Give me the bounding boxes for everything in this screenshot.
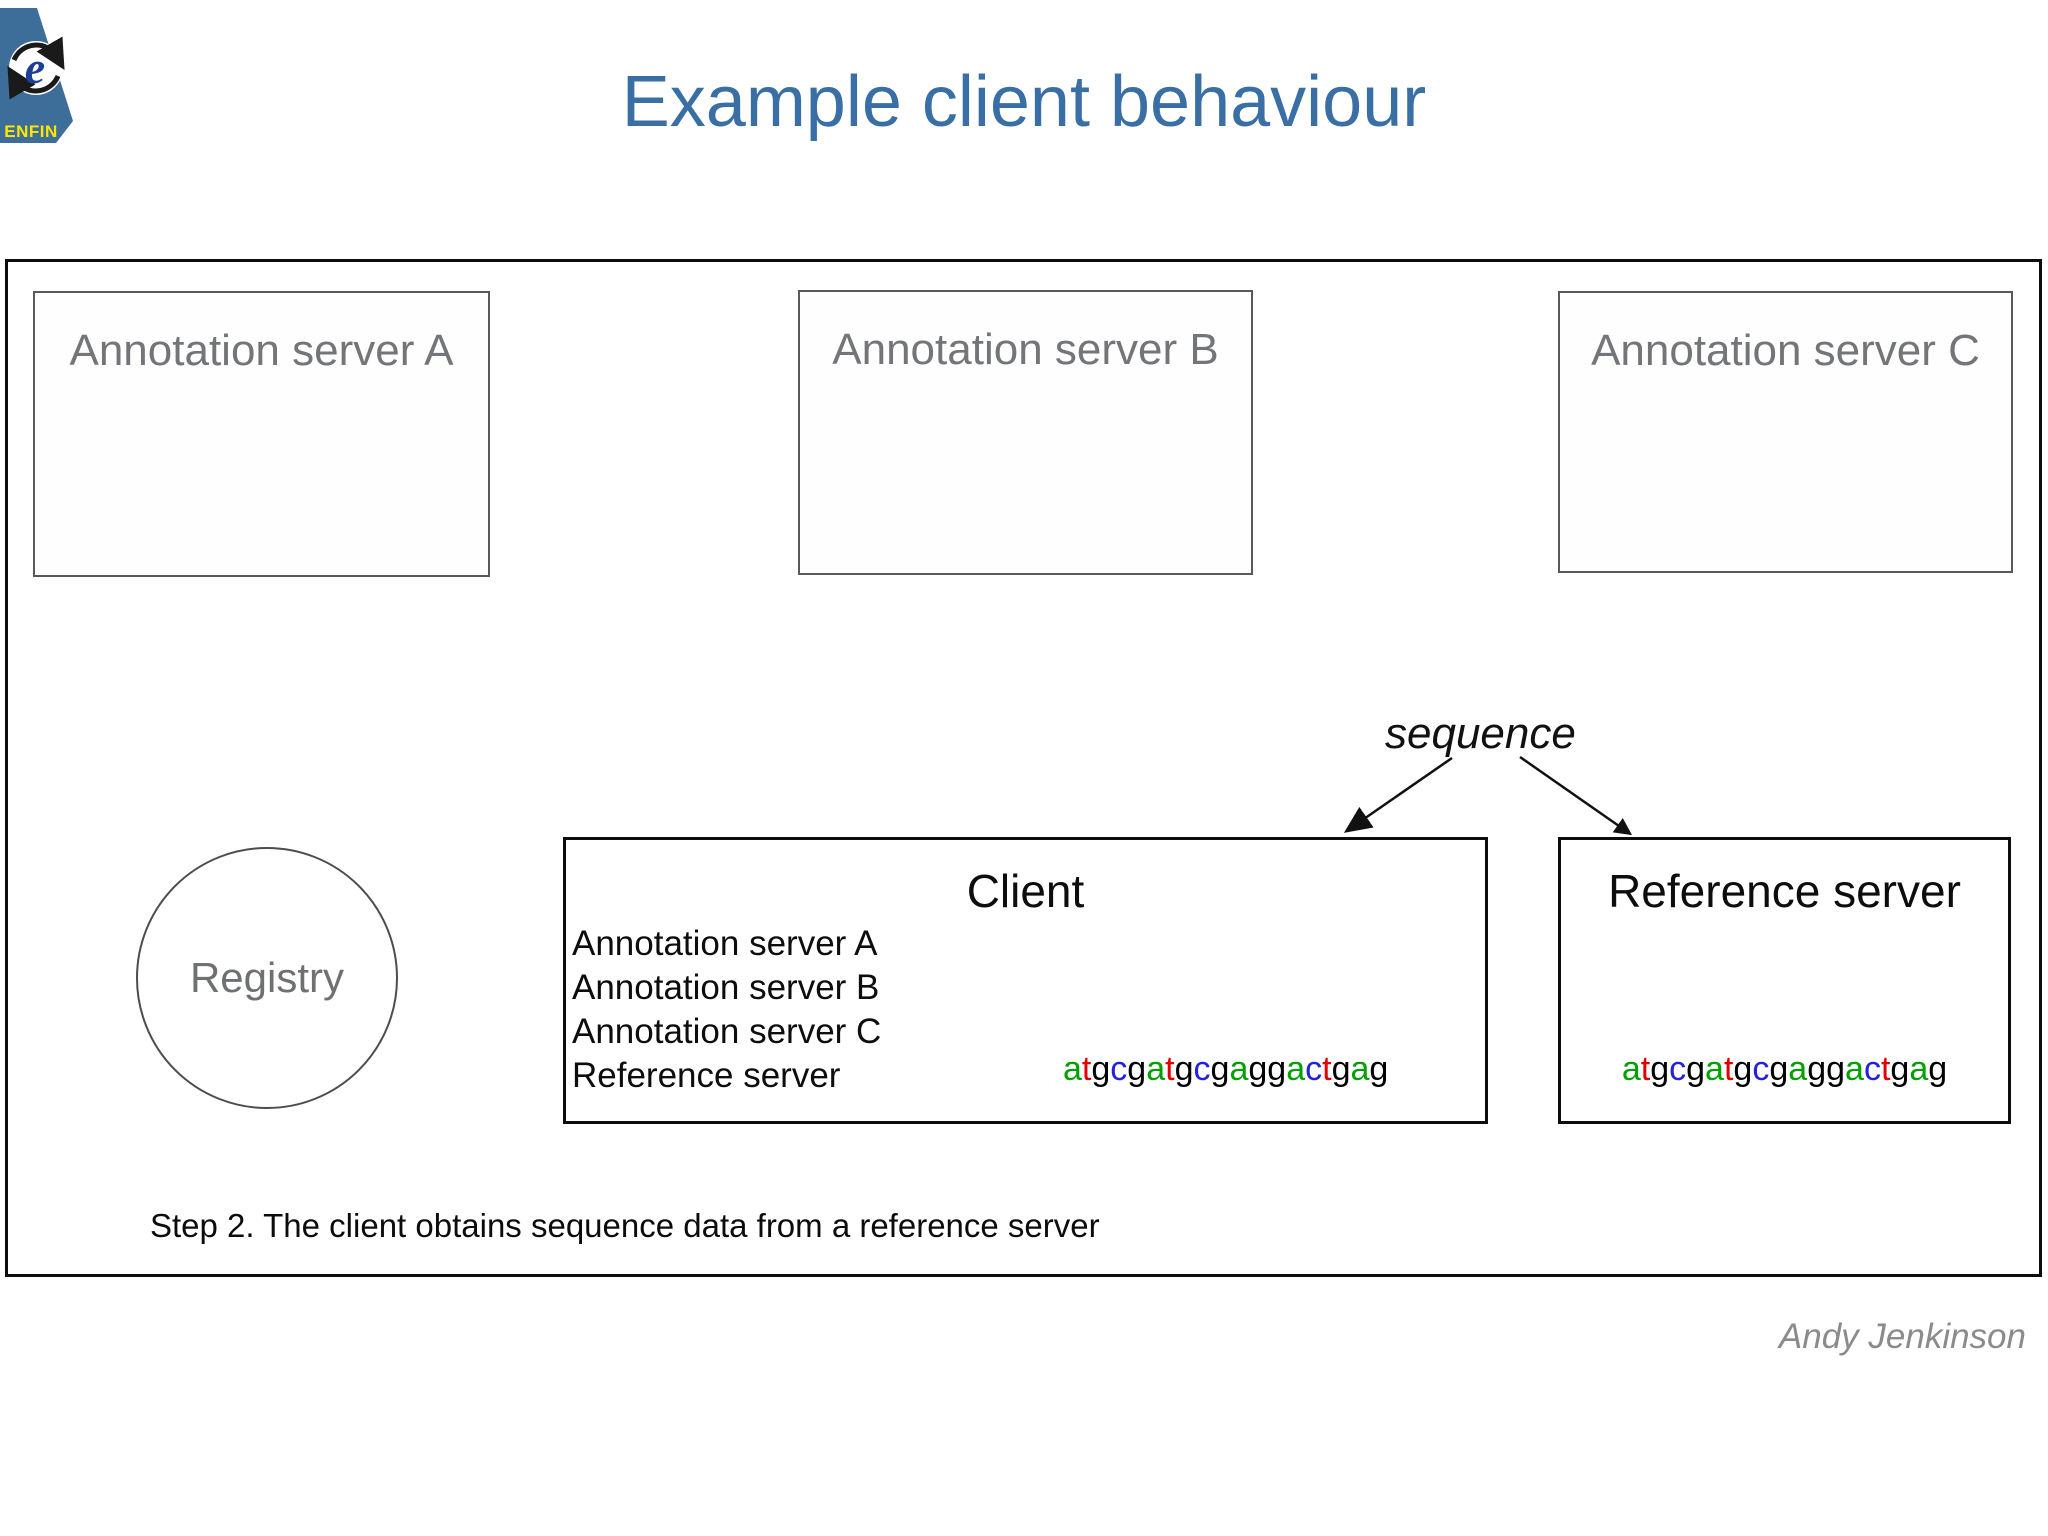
reference-server-box: Reference server atgcgatgcgaggactgag — [1558, 837, 2011, 1124]
client-dna-sequence: atgcgatgcgaggactgag — [1063, 1050, 1389, 1088]
logo-e-icon: e — [25, 42, 45, 93]
enfin-logo-graphic: e ENFIN — [0, 8, 73, 143]
sequence-flow-label: sequence — [1385, 709, 1576, 758]
step-caption: Step 2. The client obtains sequence data… — [150, 1207, 1100, 1244]
client-box: Client Annotation server A Annotation se… — [563, 837, 1488, 1124]
client-title: Client — [966, 865, 1085, 917]
reference-server-title: Reference server — [1608, 865, 1961, 917]
annotation-server-a-box: Annotation server A — [33, 291, 490, 577]
page-title: Example client behaviour — [621, 62, 1427, 142]
reference-server-dna-sequence: atgcgatgcgaggactgag — [1621, 1050, 1948, 1088]
registry-circle: Registry — [136, 847, 398, 1109]
enfin-logo: e ENFIN — [0, 8, 74, 144]
client-list-item: Annotation server A — [572, 924, 878, 963]
logo-brand-text: ENFIN — [4, 122, 58, 141]
registry-label: Registry — [189, 954, 345, 1001]
logo-cycle-arrow-top — [11, 36, 65, 70]
client-list-item: Annotation server B — [572, 968, 880, 1007]
logo-cycle-arrow-bottom — [7, 66, 61, 100]
annotation-server-b-box: Annotation server B — [798, 290, 1253, 575]
client-list-item: Annotation server C — [572, 1012, 882, 1051]
client-server-list: Annotation server A Annotation server B … — [572, 922, 881, 1098]
author-credit: Andy Jenkinson — [1778, 1317, 2026, 1356]
annotation-server-c-box: Annotation server C — [1558, 291, 2013, 573]
client-list-item: Reference server — [572, 1056, 841, 1095]
annotation-server-a-label: Annotation server A — [69, 326, 454, 375]
annotation-server-c-label: Annotation server C — [1591, 326, 1980, 375]
annotation-server-b-label: Annotation server B — [832, 325, 1219, 374]
